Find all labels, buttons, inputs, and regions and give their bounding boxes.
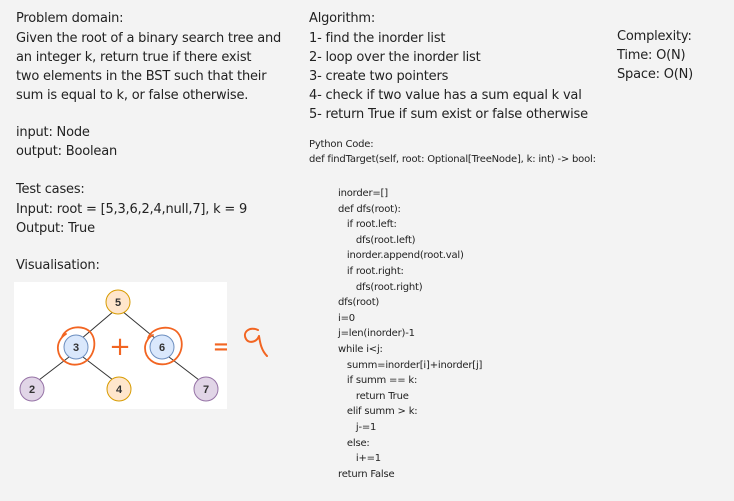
edge-3-4: [82, 356, 114, 381]
tree-node-7: [193, 376, 219, 402]
tree-node-6-label: 6: [159, 342, 165, 354]
problem-description: Given the root of a binary search tree a…: [16, 31, 282, 103]
visualisation-title: Visualisation:: [16, 258, 100, 273]
tree-node-3-label: 3: [73, 342, 79, 354]
plus-sign: +: [109, 332, 131, 362]
tree-node-3: [63, 334, 89, 360]
algorithm-steps: 1- find the inorder list 2- loop over th…: [309, 31, 588, 122]
python-function-signature: def findTarget(self, root: Optional[Tree…: [309, 154, 596, 165]
highlight-circle-node-3: [56, 326, 96, 366]
tree-node-2: [19, 376, 45, 402]
tree-node-5-label: 5: [115, 297, 121, 309]
equals-sign: =: [212, 332, 227, 362]
test-case-example: Input: root = [5,3,6,2,4,null,7], k = 9 …: [16, 202, 248, 236]
highlight-circle-node-6: [144, 326, 183, 366]
handwritten-nine: [244, 327, 268, 357]
bst-diagram: 5 3 6 2 4 7 + =: [19, 289, 227, 402]
problem-domain-title: Problem domain:: [16, 11, 124, 26]
python-code-title: Python Code:: [309, 139, 374, 150]
tree-node-7-label: 7: [203, 384, 209, 396]
edge-5-3: [80, 310, 115, 340]
input-output-spec: input: Node output: Boolean: [16, 125, 118, 159]
bst-visualisation-panel: 5 3 6 2 4 7 + =: [14, 282, 227, 409]
test-cases-title: Test cases:: [16, 182, 85, 197]
tree-node-4-label: 4: [116, 384, 123, 396]
python-code-body: inorder=[] def dfs(root): if root.left: …: [338, 188, 483, 480]
tree-node-6: [149, 334, 175, 360]
complexity-note: Complexity: Time: O(N) Space: O(N): [617, 29, 694, 82]
algorithm-title: Algorithm:: [309, 11, 376, 26]
tree-node-5: [105, 289, 131, 315]
tree-node-2-label: 2: [29, 384, 35, 396]
tree-node-4: [106, 376, 132, 402]
